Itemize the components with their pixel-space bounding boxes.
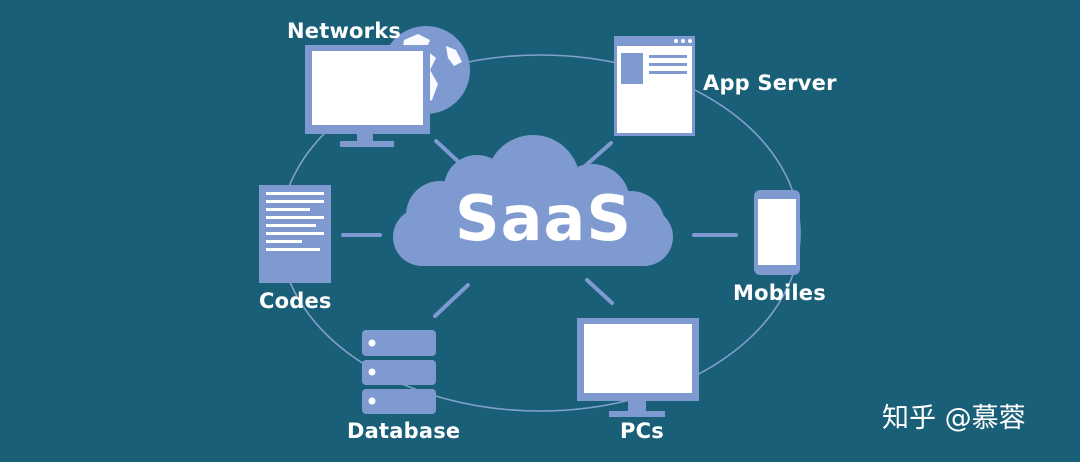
label-codes: Codes — [259, 289, 332, 313]
connector-pcs — [585, 278, 614, 305]
codes-icon — [259, 185, 331, 283]
app-server-icon — [614, 36, 695, 136]
label-mobiles: Mobiles — [733, 281, 826, 305]
database-icon — [362, 330, 436, 414]
monitor-screen — [312, 51, 423, 125]
connector-app-server — [582, 141, 613, 169]
connector-database — [433, 283, 470, 318]
pc-monitor-icon — [577, 318, 699, 417]
label-pcs: PCs — [620, 419, 664, 443]
connector-networks — [434, 139, 464, 167]
connector-lines — [341, 139, 738, 318]
saas-cloud — [393, 135, 673, 266]
center-label-saas: SaaS — [455, 182, 632, 255]
label-database: Database — [347, 419, 461, 443]
label-app-server: App Server — [703, 71, 837, 95]
label-networks: Networks — [287, 19, 402, 43]
mobile-phone-icon — [754, 190, 800, 275]
networks-icon — [305, 26, 470, 147]
watermark-text: 知乎 @慕蓉 — [882, 403, 1026, 434]
